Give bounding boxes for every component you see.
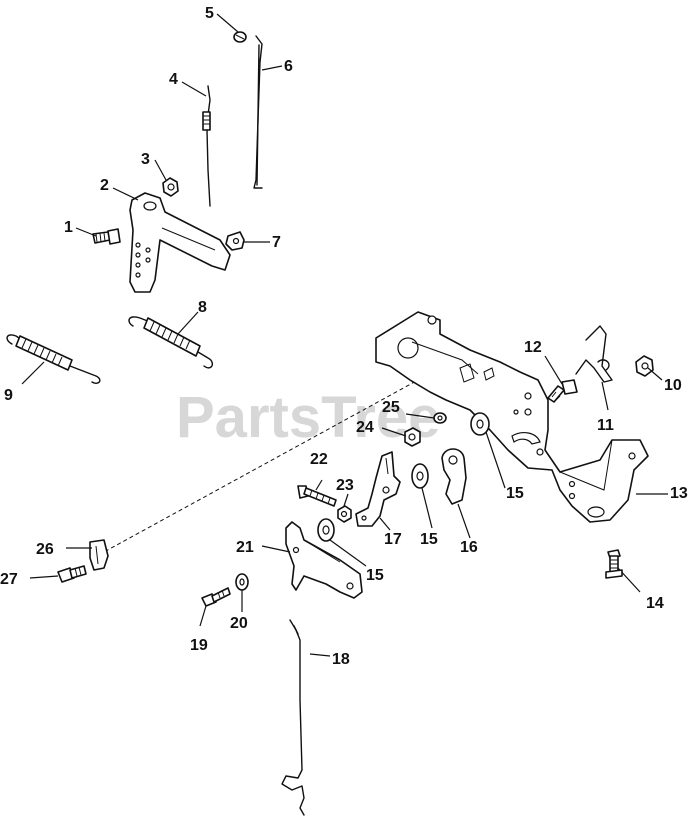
callout-12: 12 — [524, 339, 542, 356]
callout-20: 20 — [230, 615, 248, 632]
callout-24: 24 — [356, 419, 374, 436]
callout-15-middle: 15 — [420, 531, 438, 548]
part-21-bracket[interactable] — [285, 521, 363, 599]
callout-17: 17 — [384, 531, 402, 548]
part-18-link-rod[interactable] — [281, 619, 305, 816]
part-22-bolt[interactable] — [297, 485, 337, 507]
part-2-throttle-lever[interactable] — [129, 192, 231, 293]
callout-10: 10 — [664, 377, 682, 394]
part-15-washer-left[interactable] — [317, 518, 335, 542]
part-26-clip[interactable] — [89, 539, 109, 571]
callout-8: 8 — [198, 299, 207, 316]
callout-5: 5 — [205, 5, 214, 22]
part-14-screw[interactable] — [605, 549, 623, 579]
part-24-nut[interactable] — [404, 427, 421, 447]
watermark-text: PartsTree — [176, 385, 440, 450]
part-15-washer-middle[interactable] — [411, 463, 429, 489]
callout-2: 2 — [100, 177, 109, 194]
part-20-washer[interactable] — [235, 573, 249, 591]
alignment-dashed-line — [103, 367, 441, 553]
part-27-screw[interactable] — [57, 565, 87, 583]
callout-26: 26 — [36, 541, 54, 558]
part-5-screw[interactable] — [233, 31, 247, 43]
callout-4: 4 — [169, 71, 178, 88]
callout-27: 27 — [0, 571, 18, 588]
part-3-nut[interactable] — [162, 177, 179, 197]
callout-3: 3 — [141, 151, 150, 168]
callout-11: 11 — [597, 417, 614, 434]
part-1-screw[interactable] — [92, 228, 121, 245]
callout-6: 6 — [284, 58, 293, 75]
part-9-spring[interactable] — [6, 334, 101, 385]
callout-22: 22 — [310, 451, 328, 468]
leader-lines — [21, 13, 668, 657]
part-11-torsion-spring[interactable] — [575, 325, 613, 383]
part-17-lever[interactable] — [355, 451, 401, 527]
part-8-spring[interactable] — [128, 316, 214, 369]
part-13-control-bracket[interactable] — [375, 311, 649, 523]
part-19-screw[interactable] — [201, 587, 231, 607]
callout-13: 13 — [670, 485, 688, 502]
callout-9: 9 — [4, 387, 13, 404]
part-25-nut[interactable] — [433, 412, 447, 424]
part-23-nut[interactable] — [337, 505, 352, 523]
part-6-rod[interactable] — [253, 35, 263, 189]
callout-18: 18 — [332, 651, 350, 668]
part-7-clip[interactable] — [225, 231, 245, 251]
part-4-spring-rod[interactable] — [202, 85, 211, 207]
callout-15-left: 15 — [366, 567, 384, 584]
part-10-nut[interactable] — [635, 355, 654, 377]
callout-14: 14 — [646, 595, 664, 612]
callout-16: 16 — [460, 539, 478, 556]
callout-7: 7 — [272, 234, 281, 251]
callout-25: 25 — [382, 399, 400, 416]
callout-19: 19 — [190, 637, 208, 654]
callout-1: 1 — [64, 219, 73, 236]
callout-23: 23 — [336, 477, 354, 494]
part-16-lever[interactable] — [441, 448, 467, 505]
callout-15-right: 15 — [506, 485, 524, 502]
part-15-washer-right[interactable] — [470, 412, 490, 436]
callout-21: 21 — [236, 539, 254, 556]
part-12-screw[interactable] — [547, 379, 578, 403]
